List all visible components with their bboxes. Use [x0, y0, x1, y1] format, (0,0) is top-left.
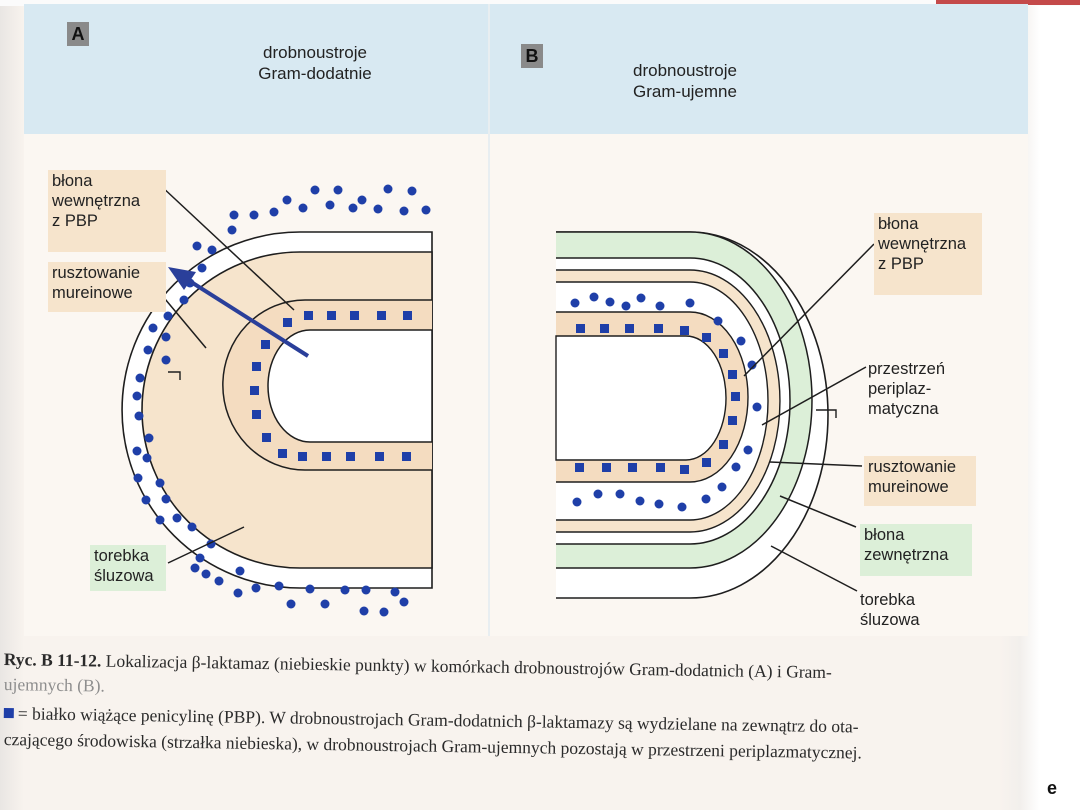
- leader-lines-b: [743, 243, 875, 592]
- label-a-capsule: torebka śluzowa: [90, 545, 166, 591]
- label-b-capsule-line2: śluzowa: [860, 611, 920, 629]
- panel-a-letter: A: [67, 22, 89, 46]
- panel-b-title-line1: drobnoustroje: [633, 61, 737, 80]
- red-corner-mark: [936, 0, 1080, 5]
- label-b-periplasm-line1: przestrzeń: [868, 360, 946, 378]
- gram-negative-cell: [555, 231, 875, 599]
- caption-line-1: Ryc. B 11-12. Lokalizacja β-laktamaz (ni…: [4, 648, 832, 683]
- label-a-inner-membrane-line3: z PBP: [52, 212, 98, 230]
- figure-caption: Ryc. B 11-12. Lokalizacja β-laktamaz (ni…: [0, 636, 1060, 810]
- label-b-outer-membrane: błona zewnętrzna: [860, 524, 972, 576]
- panel-b-title-line2: Gram-ujemne: [633, 82, 737, 101]
- label-b-capsule: torebka śluzowa: [860, 590, 960, 630]
- label-b-inner-membrane-line1: błona: [878, 215, 919, 233]
- label-a-murein-line2: mureinowe: [52, 284, 133, 302]
- pbp-squares-a: [250, 311, 412, 461]
- label-b-periplasm-line3: matyczna: [868, 400, 939, 418]
- panel-b-title: drobnoustroje Gram-ujemne: [585, 60, 785, 102]
- caption-text-1: Lokalizacja β-laktamaz (niebieskie punkt…: [105, 650, 833, 683]
- pbp-squares-b: [575, 324, 740, 474]
- label-b-capsule-line1: torebka: [860, 591, 916, 609]
- beta-lactamase-dots-b: [570, 292, 762, 512]
- caption-line-2: ujemnych (B).: [3, 673, 106, 696]
- label-a-murein: rusztowanie mureinowe: [48, 262, 166, 312]
- label-b-periplasm: przestrzeń periplaz- matyczna: [868, 359, 968, 419]
- panel-b-letter: B: [521, 44, 543, 68]
- panel-a-title-line2: Gram-dodatnie: [258, 64, 372, 83]
- caption-figure-number: Ryc. B 11-12.: [3, 648, 102, 671]
- label-a-inner-membrane-line2: wewnętrzna: [52, 192, 141, 210]
- header-band: [24, 4, 1028, 134]
- panel-divider: [488, 4, 490, 636]
- panel-a-title: drobnoustroje Gram-dodatnie: [215, 42, 415, 84]
- secretion-arrow: [168, 267, 310, 358]
- pbp-legend-square-icon: [3, 707, 14, 719]
- label-b-inner-membrane-line3: z PBP: [878, 255, 924, 273]
- side-margin-glyph: e: [1047, 778, 1058, 798]
- beta-lactamase-dots-a: [132, 184, 431, 617]
- gram-positive-cell: [121, 184, 433, 617]
- label-b-outer-membrane-line1: błona: [864, 526, 905, 544]
- label-b-murein-line1: rusztowanie: [868, 458, 957, 476]
- label-a-murein-line1: rusztowanie: [52, 264, 141, 282]
- label-b-periplasm-line2: periplaz-: [868, 380, 932, 398]
- panel-a-title-line1: drobnoustroje: [263, 43, 367, 62]
- label-b-inner-membrane: błona wewnętrzna z PBP: [874, 213, 982, 295]
- label-b-murein-line2: mureinowe: [868, 478, 949, 496]
- top-strip: [0, 0, 1080, 6]
- label-a-inner-membrane: błona wewnętrzna z PBP: [48, 170, 166, 252]
- leader-lines-a: [159, 184, 295, 564]
- label-b-murein: rusztowanie mureinowe: [864, 456, 976, 506]
- label-b-inner-membrane-line2: wewnętrzna: [878, 235, 967, 253]
- label-a-capsule-line2: śluzowa: [94, 567, 154, 585]
- label-a-capsule-line1: torebka: [94, 547, 150, 565]
- label-b-outer-membrane-line2: zewnętrzna: [864, 546, 949, 564]
- label-a-inner-membrane-line1: błona: [52, 172, 93, 190]
